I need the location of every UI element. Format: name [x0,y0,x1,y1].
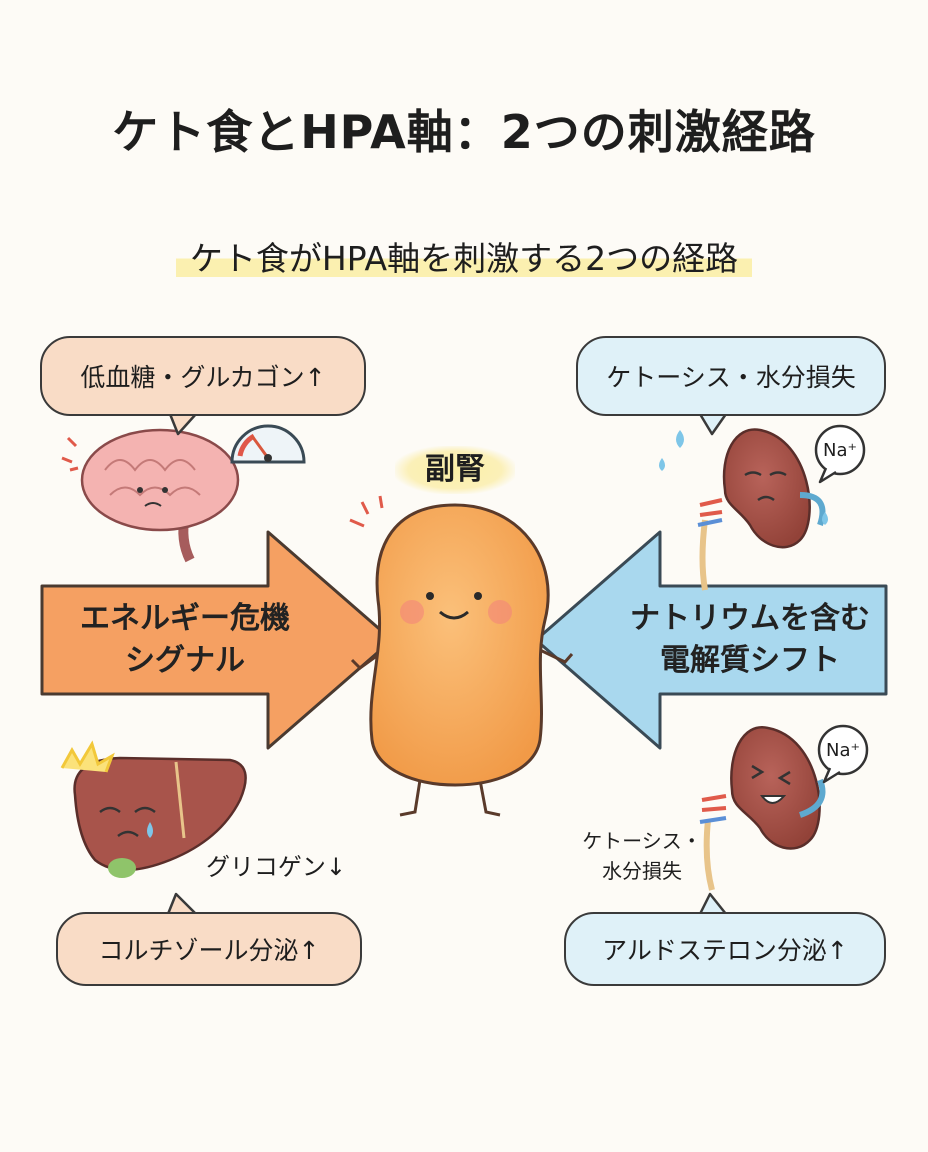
sodium-bubble-icon [814,424,866,484]
brain-icon [61,428,240,563]
sodium-top-label: Na⁺ [823,440,857,461]
water-drop-icon [659,430,828,525]
left-arrow-line-1: エネルギー危機 [80,601,290,636]
left-arrow-line-2: シグナル [125,643,245,678]
liver-icon [60,740,247,878]
subtitle: ケト食がHPA軸を刺激する2つの経路 [175,230,753,282]
right-bottom-bubble-text: アルドステロン分泌↑ [602,936,848,965]
right-arrow-line-2: 電解質シフト [660,643,840,678]
left-top-bubble: 低血糖・グルカゴン↑ [40,336,366,416]
liver-label: グリコゲン↓ [205,853,347,881]
gauge-icon [230,424,306,464]
sodium-bubble-icon [817,724,869,784]
bubble-tail [166,892,198,916]
right-arrow-line-1: ナトリウムを含む [630,601,870,636]
right-bottom-bubble: アルドステロン分泌↑ [564,912,886,986]
right-arrow [534,530,888,750]
adrenal-character-icon [349,495,574,817]
adrenal-label: 副腎 [395,446,515,494]
left-arrow-label: エネルギー危機 シグナル [50,598,320,682]
kidney-label-line-2: 水分損失 [602,859,682,883]
page-title: ケト食とHPA軸：2つの刺激経路 [112,105,816,159]
bubble-tail [698,892,728,916]
right-top-bubble: ケトーシス・水分損失 [576,336,886,416]
kidney-label: ケトーシス・ 水分損失 [576,826,708,886]
subtitle-wrap: ケト食がHPA軸を刺激する2つの経路 [0,230,928,282]
right-arrow-label: ナトリウムを含む 電解質シフト [620,598,880,682]
right-top-bubble-text: ケトーシス・水分損失 [606,363,856,392]
sodium-bottom-label: Na⁺ [826,740,860,761]
left-top-bubble-text: 低血糖・グルカゴン↑ [80,363,326,392]
kidney-label-line-1: ケトーシス・ [582,829,702,853]
kidney-icon [699,726,826,891]
bubble-tail [698,412,728,436]
left-bottom-bubble: コルチゾール分泌↑ [56,912,362,986]
left-bottom-bubble-text: コルチゾール分泌↑ [98,936,320,965]
kidney-icon [697,428,826,591]
left-arrow [40,530,394,750]
